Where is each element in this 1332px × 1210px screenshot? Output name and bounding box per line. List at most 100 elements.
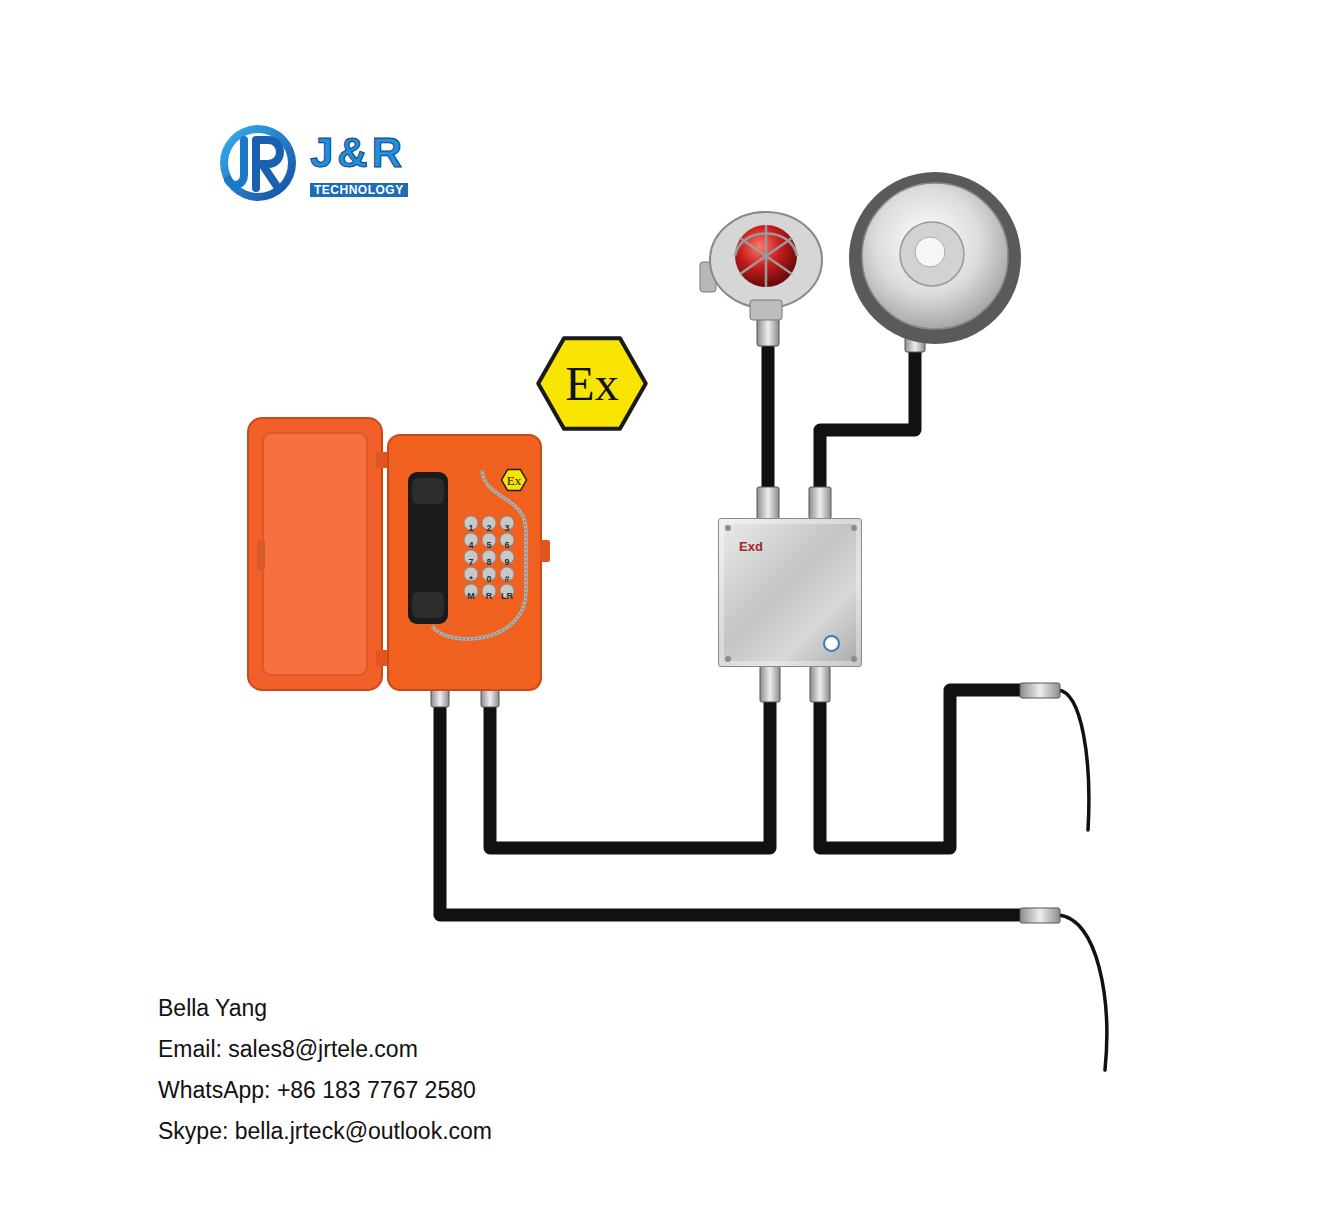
logo-emblem <box>220 125 296 201</box>
cable-gland-part <box>1020 908 1060 923</box>
hexagon-outline <box>538 338 646 429</box>
ex-badge: Ex <box>501 469 527 491</box>
horn-speaker-part <box>849 172 1021 344</box>
ex-mark: Ex <box>565 360 618 408</box>
telephone-part <box>412 478 444 504</box>
keypad-label: 1 <box>468 523 473 533</box>
telephone-part <box>432 470 526 639</box>
cable-gland-part <box>810 666 830 702</box>
keypad-label: 2 <box>486 523 491 533</box>
warning-beacon-part-part <box>740 238 792 274</box>
cable-end-wire-part <box>1058 690 1089 830</box>
label-holder: 7 <box>461 551 481 569</box>
label-holder: 6 <box>497 534 517 552</box>
warning-beacon-part-part <box>740 238 792 274</box>
telephone-part <box>263 433 367 675</box>
keypad-label: 0 <box>486 574 491 584</box>
junction-box: Exd <box>718 518 862 667</box>
label-holder: Bella Yang <box>158 994 267 1022</box>
label-holder: TECHNOLOGY <box>310 180 408 198</box>
keypad-label: R <box>486 591 493 601</box>
label-holder: 3 <box>497 517 517 535</box>
telephone <box>248 418 550 690</box>
keypad-label: 6 <box>504 540 509 550</box>
cable-end-wire <box>1058 690 1107 1070</box>
bolt <box>725 525 731 531</box>
keypad-label: 4 <box>468 540 473 550</box>
hexagon-outline <box>502 470 527 491</box>
keypad-label: 5 <box>486 540 491 550</box>
horn-speaker-part <box>862 183 1008 329</box>
telephone-part <box>408 472 448 624</box>
logo-emblem-part <box>220 125 296 201</box>
label-holder: M <box>461 585 481 603</box>
keypad-label: 3 <box>504 523 509 533</box>
label-holder: 4 <box>461 534 481 552</box>
ex-hexagon: Ex <box>536 336 648 431</box>
horn-speaker <box>849 172 1021 344</box>
bolt <box>851 656 857 662</box>
warning-beacon-part <box>735 225 797 287</box>
telephone-part <box>432 470 526 639</box>
contact-line: Bella Yang <box>158 995 267 1021</box>
warning-beacon <box>700 212 822 320</box>
cable-gland-part <box>431 689 449 707</box>
label-holder: Skype: bella.jrteck@outlook.com <box>158 1117 492 1145</box>
telephone-part <box>248 418 382 690</box>
label-holder: 8 <box>479 551 499 569</box>
brand-tagline: TECHNOLOGY <box>310 183 408 197</box>
logo-emblem-part <box>228 133 288 193</box>
label-holder: Email: sales8@jrtele.com <box>158 1035 418 1063</box>
cert-sticker <box>823 635 840 652</box>
cable-part <box>820 690 1022 848</box>
contact-line: Email: sales8@jrtele.com <box>158 1036 418 1062</box>
keypad-label: * <box>469 574 473 584</box>
label-holder: 2 <box>479 517 499 535</box>
telephone-part <box>388 435 541 690</box>
cable-part <box>490 700 770 848</box>
cable-gland-part <box>809 487 831 519</box>
horn-speaker-part <box>900 222 964 286</box>
label-holder: # <box>497 568 517 586</box>
label-holder: WhatsApp: +86 183 7767 2580 <box>158 1076 476 1104</box>
contact-line: WhatsApp: +86 183 7767 2580 <box>158 1077 476 1103</box>
warning-beacon-part <box>750 300 782 320</box>
ex-mark: Ex <box>507 474 521 487</box>
bolt <box>851 525 857 531</box>
cable-gland-part <box>760 666 780 702</box>
cable-gland-part <box>1020 683 1060 698</box>
cable-end-wire-part <box>1058 915 1107 1070</box>
cable-part <box>762 345 775 490</box>
label-holder: * <box>461 568 481 586</box>
warning-beacon-part <box>735 225 797 287</box>
warning-beacon-part <box>710 212 822 308</box>
cable-part <box>440 705 1022 915</box>
horn-speaker-part <box>915 237 945 267</box>
bolt <box>725 656 731 662</box>
cable-gland-part <box>757 487 779 519</box>
cable-gland-part <box>481 689 499 707</box>
keypad-label: M <box>467 591 475 601</box>
keypad-label: 8 <box>486 557 491 567</box>
cable-part <box>820 350 915 490</box>
telephone-part <box>412 592 444 618</box>
keypad-label: # <box>504 574 509 584</box>
ex-rating: Exd <box>739 539 763 554</box>
keypad-label: 7 <box>468 557 473 567</box>
keypad-label: 9 <box>504 557 509 567</box>
logo-emblem-part <box>228 140 244 185</box>
label-holder: R <box>479 585 499 603</box>
logo-emblem-part <box>256 140 280 188</box>
label-holder: J&R <box>310 132 406 174</box>
label-holder: 0 <box>479 568 499 586</box>
telephone-part <box>540 540 550 562</box>
label-holder: 9 <box>497 551 517 569</box>
label-holder: 5 <box>479 534 499 552</box>
label-holder: 1 <box>461 517 481 535</box>
telephone-part <box>257 540 265 570</box>
keypad-key <box>464 516 514 598</box>
cable-gland-part <box>757 318 779 346</box>
contact-line: Skype: bella.jrteck@outlook.com <box>158 1118 492 1144</box>
